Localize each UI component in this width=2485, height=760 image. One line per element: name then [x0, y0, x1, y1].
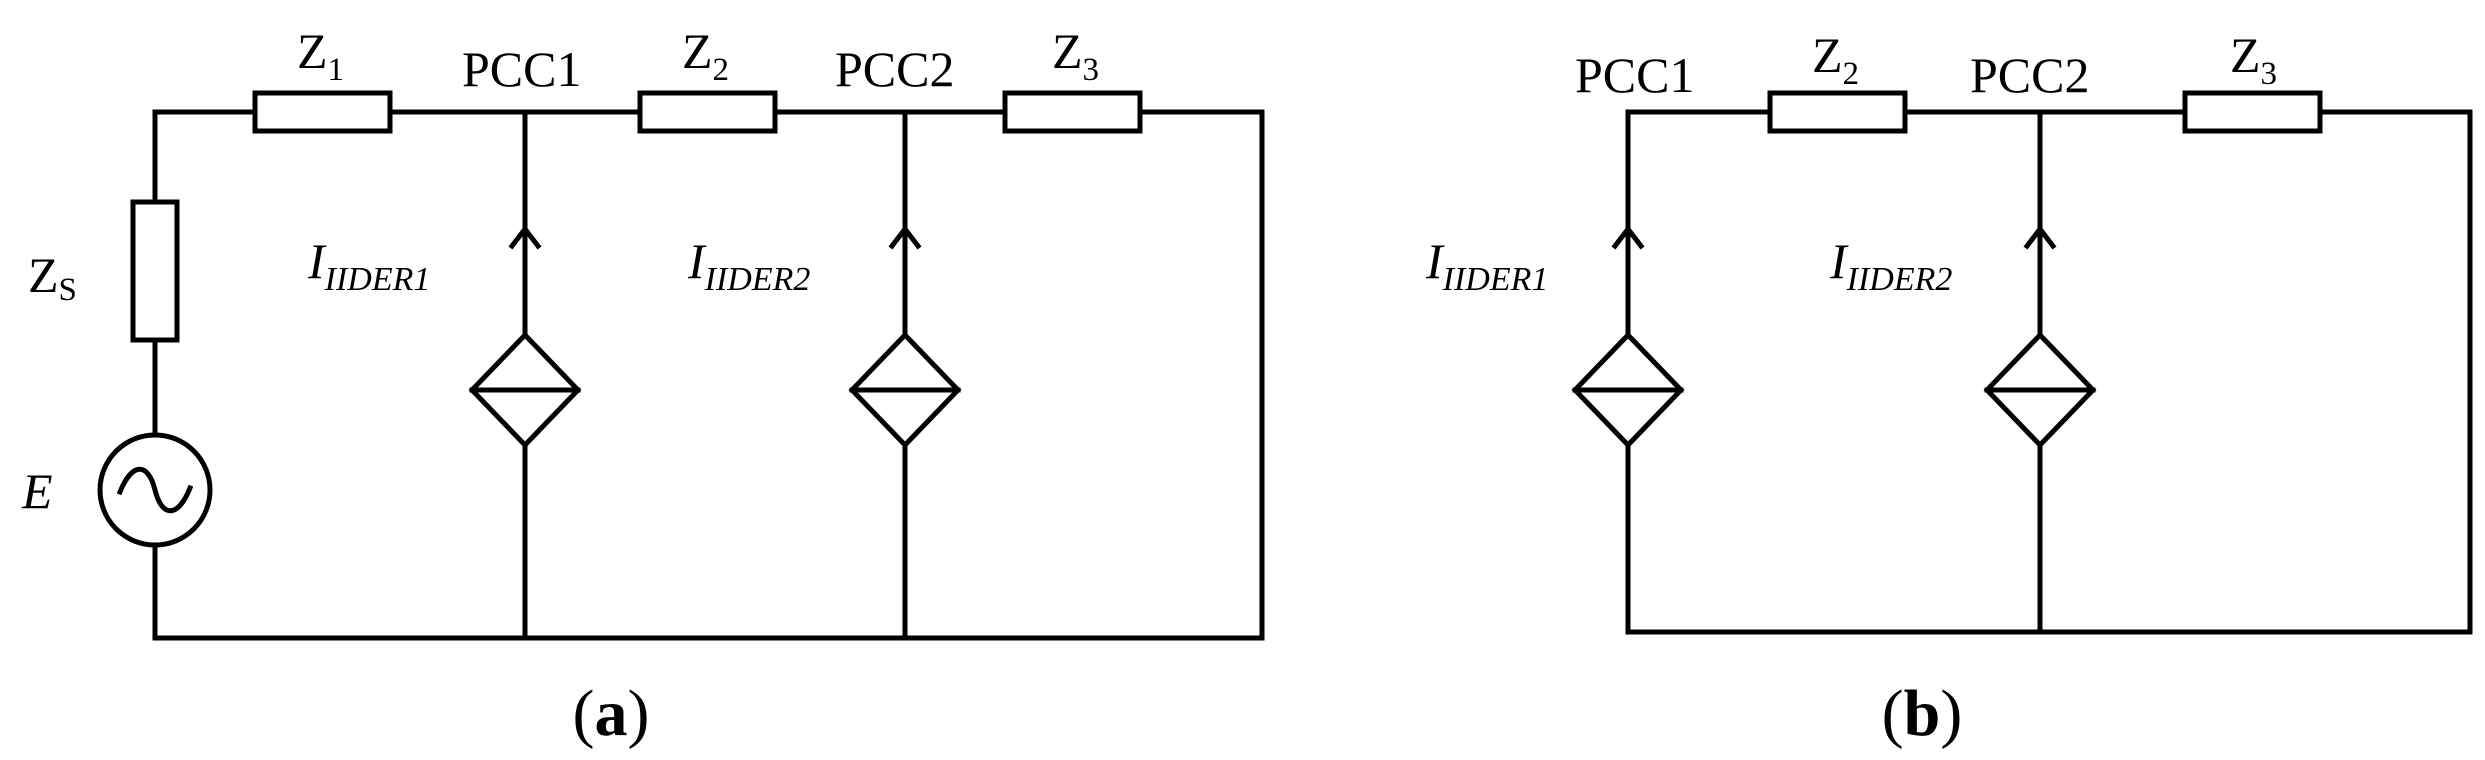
- panel-a-label-pcc1: PCC1: [462, 41, 582, 97]
- panel-b-circuit: [1571, 90, 2473, 635]
- panel-b-loop-wire: [1625, 109, 2473, 635]
- panel-a-label-current-1: IIIDER1: [307, 233, 430, 298]
- panel-b-impedance-z2: [1767, 90, 1908, 134]
- panel-a-label-zs: ZS: [28, 247, 77, 308]
- panel-b-impedance-z3: [2182, 90, 2323, 134]
- panel-a-impedance-z3: [1002, 90, 1143, 134]
- panel-b-current-arrow-2: [2023, 224, 2057, 250]
- panel-a-ac-source-icon: [97, 432, 213, 548]
- panel-a-dependent-source-1-icon: [468, 331, 582, 449]
- panel-a-left-wire: [152, 109, 1265, 641]
- panel-a-current-arrow-2: [888, 224, 922, 250]
- panel-a-impedance-z1: [252, 90, 393, 134]
- panel-a-label-current-2: IIIDER2: [687, 233, 810, 298]
- panel-a-label-z1: Z1: [297, 23, 344, 88]
- panel-a-dependent-source-2-icon: [848, 331, 962, 449]
- panel-a-circuit: [97, 90, 1265, 641]
- panel-b-label-current-1: IIIDER1: [1425, 233, 1548, 298]
- panel-a-label-z2: Z2: [682, 23, 729, 88]
- panel-a-current-arrow-1: [508, 224, 542, 250]
- panel-a-label-z3: Z3: [1052, 23, 1099, 88]
- panel-a-impedance-z2: [637, 90, 778, 134]
- panel-b-label-current-2: IIIDER2: [1829, 233, 1952, 298]
- panel-b-label-z3: Z3: [2230, 27, 2277, 92]
- panel-b-current-arrow-1: [1611, 224, 1645, 250]
- panel-b-label-pcc1: PCC1: [1575, 47, 1695, 103]
- panel-b-label-z2: Z2: [1812, 27, 1859, 92]
- panel-a-label-pcc2: PCC2: [835, 41, 955, 97]
- panel-b-caption: (b): [1882, 677, 1963, 750]
- panel-b-label-pcc2: PCC2: [1970, 47, 2090, 103]
- panel-b-dependent-source-2-icon: [1983, 331, 2097, 449]
- panel-a-caption: (a): [573, 677, 650, 750]
- panel-a-impedance-zs: [130, 199, 180, 343]
- panel-a-label-e: E: [21, 463, 53, 519]
- panel-b-dependent-source-1-icon: [1571, 331, 1685, 449]
